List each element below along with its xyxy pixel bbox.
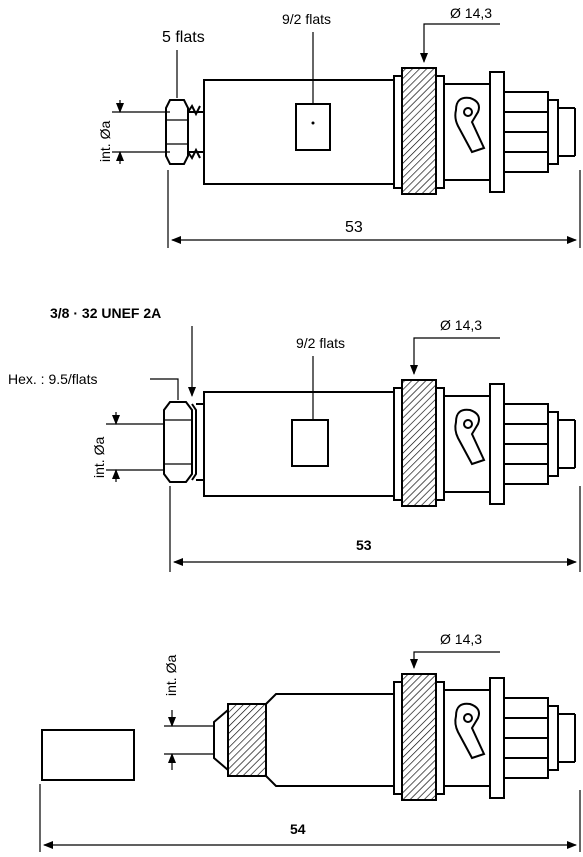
hex-label: Hex. : 9.5/flats: [8, 371, 97, 387]
length-label: 53: [345, 219, 363, 236]
flats-label: 5 flats: [162, 29, 205, 46]
bayonet-slot: [454, 702, 486, 760]
rear-body: [443, 83, 491, 181]
knurled-tip: [227, 703, 267, 777]
bayonet-slot: [454, 96, 486, 154]
thread: [187, 104, 201, 160]
bore-label: int. Øa: [163, 655, 179, 696]
detached-sleeve: [41, 729, 135, 781]
main-body: [203, 79, 395, 185]
main-body: [265, 693, 395, 787]
connector-3-view: Ø 14,3 int. Øa 54: [39, 631, 581, 852]
diameter-label: Ø 14,3: [440, 631, 482, 647]
diameter-label: Ø 14,3: [440, 317, 482, 333]
diameter-label: Ø 14,3: [450, 5, 492, 21]
connector-1-view: 5 flats 9/2 flats Ø 14,3 int. Øa 53: [97, 5, 581, 248]
rear-body: [443, 395, 491, 493]
front-nut: [163, 401, 193, 483]
length-label: 53: [356, 537, 372, 553]
rear-body: [443, 689, 491, 787]
bayonet-slot: [454, 408, 486, 466]
front-nut: [165, 99, 189, 165]
hatched-ring: [401, 673, 437, 801]
wrench-flat-square: [291, 419, 329, 467]
hatched-ring: [401, 379, 437, 507]
main-body: [203, 391, 395, 497]
wrench-label: 9/2 flats: [296, 335, 345, 351]
hatched-ring: [401, 67, 437, 195]
length-label: 54: [290, 821, 306, 837]
connector-2-view: 3/8 · 32 UNEF 2A Hex. : 9.5/flats 9/2 fl…: [8, 305, 581, 572]
bore-label: int. Øa: [97, 121, 113, 162]
bore-label: int. Øa: [91, 437, 107, 478]
tip: [213, 707, 229, 773]
thread-label: 3/8 · 32 UNEF 2A: [50, 305, 161, 321]
wrench-label: 9/2 flats: [282, 11, 331, 27]
